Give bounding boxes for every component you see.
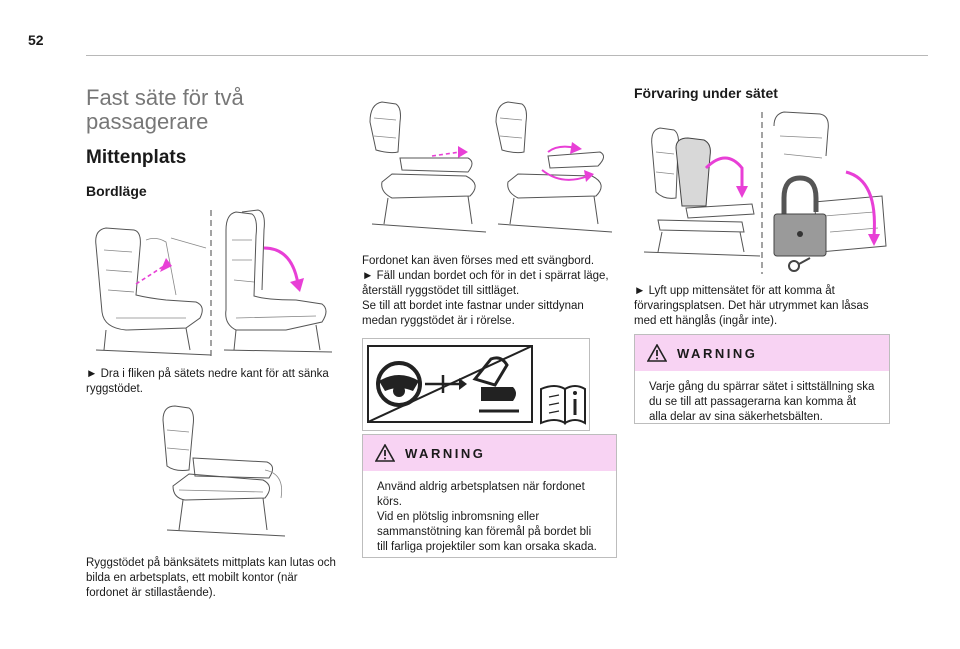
page-number: 52 [28, 32, 44, 48]
seat-illustration-table-swivel [495, 101, 613, 233]
key-icon [788, 257, 811, 272]
illustration-lower-backrest [86, 200, 336, 360]
warning-text: Varje gång du spärrar sätet i sittställn… [649, 381, 875, 423]
prohibition-symbol-panel [362, 338, 590, 431]
warning-box-seatbelts: WARNING Varje gång du spärrar sätet i si… [634, 334, 890, 424]
page-title: Fast säte för två passagerare [86, 85, 244, 134]
seat-illustration-storage-compartment [773, 111, 887, 253]
steering-wheel-icon [376, 361, 422, 407]
warning-title: WARNING [677, 345, 758, 361]
seat-illustration-left [95, 227, 212, 356]
warning-header: WARNING [635, 335, 889, 371]
instruction-lower-backrest: ► Dra i fliken på sätets nedre kant för … [86, 368, 329, 395]
storage-description: ► Lyft upp mittensätet för att komma åt … [634, 285, 869, 327]
warning-title: WARNING [405, 445, 486, 461]
seat-illustration-right [223, 209, 333, 353]
padlock-icon [773, 175, 827, 257]
section-title-storage: Förvaring under sätet [634, 85, 778, 101]
warning-triangle-icon [375, 444, 395, 462]
seat-illustration-lifted [643, 127, 761, 257]
info-book-icon [540, 385, 586, 425]
warning-triangle-icon [647, 344, 667, 362]
work-desk-description: Ryggstödet på bänksätets mittplats kan l… [86, 557, 336, 599]
subheading-mittenplats: Mittenplats [86, 147, 187, 168]
illustration-work-desk [145, 400, 295, 550]
illustration-storage [634, 106, 892, 276]
seat-icon [472, 356, 519, 413]
warning-header: WARNING [363, 435, 616, 471]
illustration-swivel-table [362, 92, 617, 242]
arrow-icon [425, 375, 467, 393]
section-title-bordlage: Bordläge [86, 183, 147, 199]
header-divider [86, 55, 928, 56]
warning-box-worktable: WARNING Använd aldrig arbetsplatsen när … [362, 434, 617, 558]
seat-illustration-table-stow [369, 101, 487, 233]
warning-text: Använd aldrig arbetsplatsen när fordonet… [377, 481, 597, 553]
swivel-table-description: Fordonet kan även förses med ett svängbo… [362, 255, 609, 327]
